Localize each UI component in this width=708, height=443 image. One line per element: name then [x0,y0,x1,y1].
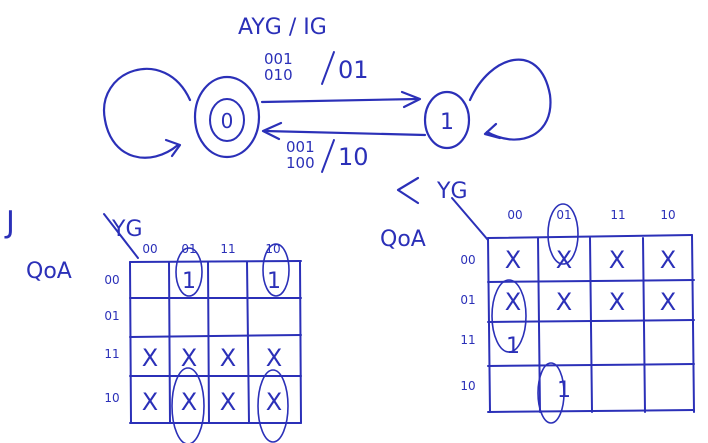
kmap-k-col-header: 01 [556,208,571,222]
kmap-k-cell-dont-care: X [556,246,572,274]
kmap-k-corner-diagonal [451,197,489,241]
kmap-k: K YG QoA 00 01 11 10 00 01 11 10 [380,173,695,424]
kmap-k-cell-dont-care: X [505,246,521,274]
kmap-j-cell-one: 1 [182,269,196,294]
top-input-2: 010 [264,66,293,84]
kmap-k-cell-dont-care: X [609,246,625,274]
state-0-self-loop-arrowhead [164,138,182,158]
state-0-label: 0 [221,109,234,133]
state-1-label: 1 [440,110,454,135]
kmap-k-column-vars: YG [436,179,468,204]
kmap-j-grid [129,260,302,424]
kmap-j-cell-dont-care: X [266,344,282,372]
state-0-self-loop [102,67,192,159]
kmap-j-cell-dont-care: X [266,388,282,416]
bottom-input-2: 100 [286,154,315,172]
kmap-j-row-header: 00 [104,273,119,287]
bottom-input-1: 001 [286,138,315,156]
top-slash [321,51,335,85]
bottom-slash [321,139,335,173]
top-input-1: 001 [264,50,293,68]
kmap-j-col-header: 00 [142,242,157,256]
kmap-k-groupings [491,203,579,424]
state-diagram: AYG / IG 0 1 001 010 01 0 [102,15,552,173]
kmap-k-function-label [396,176,420,205]
kmap-j-cell-dont-care: X [220,388,236,416]
arrow-0-to-1-head [400,90,422,109]
state-1-self-loop [468,58,552,141]
kmap-j-group-loop [175,247,203,297]
bottom-output: 10 [338,143,369,171]
kmap-k-group-loop [547,203,579,265]
kmap-k-cell-dont-care: X [660,246,676,274]
arrow-0-to-1 [260,97,420,104]
kmap-j-group-loop [262,243,290,297]
kmap-k-cell-dont-care: X [505,288,521,316]
kmap-k-row-header: 01 [460,293,475,307]
kmap-j-groupings [171,243,290,443]
kmap-k-row-vars: QoA [380,227,426,252]
kmap-j: J YG QoA 00 01 11 10 00 01 11 10 [4,205,302,443]
kmap-j-cell-dont-care: X [220,344,236,372]
kmap-j-row-header: 11 [104,347,119,361]
kmap-k-cell-dont-care: X [556,288,572,316]
kmap-j-cell-dont-care: X [142,388,158,416]
kmap-k-row-header: 10 [460,379,475,393]
state-1-self-loop-arrowhead [483,122,502,140]
kmap-k-group-loop [537,362,565,424]
kmap-j-column-vars: YG [111,217,143,242]
state-1-node: 1 [423,90,471,150]
top-output: 01 [338,56,369,84]
kmap-j-col-header: 10 [265,242,280,256]
top-transition-label: 001 010 01 [264,50,369,85]
kmap-k-grid [487,234,695,413]
kmap-k-col-header: 10 [660,208,675,222]
kmap-j-col-headers: 00 01 11 10 [142,242,280,256]
kmap-j-cell-dont-care: X [181,344,197,372]
kmap-j-row-header: 10 [104,391,119,405]
arrow-1-to-0 [263,129,427,137]
state-0-inner-circle [209,98,245,142]
kmap-j-col-header: 11 [220,242,235,256]
kmap-k-group-loop [491,279,527,353]
kmap-k-cell-dont-care: X [660,288,676,316]
bottom-transition-label: 001 100 10 [286,138,369,173]
kmap-j-cell-dont-care: X [142,344,158,372]
kmap-k-function-label-text: K [398,173,416,203]
kmap-k-row-headers: 00 01 11 10 [460,253,475,393]
kmap-j-col-header: 01 [181,242,196,256]
kmap-j-function-label: J [4,205,15,240]
state-0-outer-circle [193,75,261,159]
kmap-j-cell-dont-care: X [181,388,197,416]
kmap-j-row-header: 01 [104,309,119,323]
kmap-j-group-loop [171,367,205,443]
state-0-node: 0 [193,75,261,159]
kmap-k-cell-dont-care: X [609,288,625,316]
kmap-k-row-header: 11 [460,333,475,347]
kmap-k-col-header: 11 [610,208,625,222]
state-1-circle [423,90,471,150]
kmap-j-row-headers: 00 01 11 10 [104,273,119,405]
kmap-j-group-loop [257,369,289,443]
kmap-j-cell-one: 1 [267,269,281,294]
arrow-1-to-0-head [261,121,283,141]
kmap-k-row-header: 00 [460,253,475,267]
kmap-j-row-vars: QoA [26,259,72,284]
kmap-k-col-headers: 00 01 11 10 [507,208,675,222]
kmap-j-corner-diagonal [103,213,139,259]
io-header: AYG / IG [238,15,327,40]
kmap-k-col-header: 00 [507,208,522,222]
